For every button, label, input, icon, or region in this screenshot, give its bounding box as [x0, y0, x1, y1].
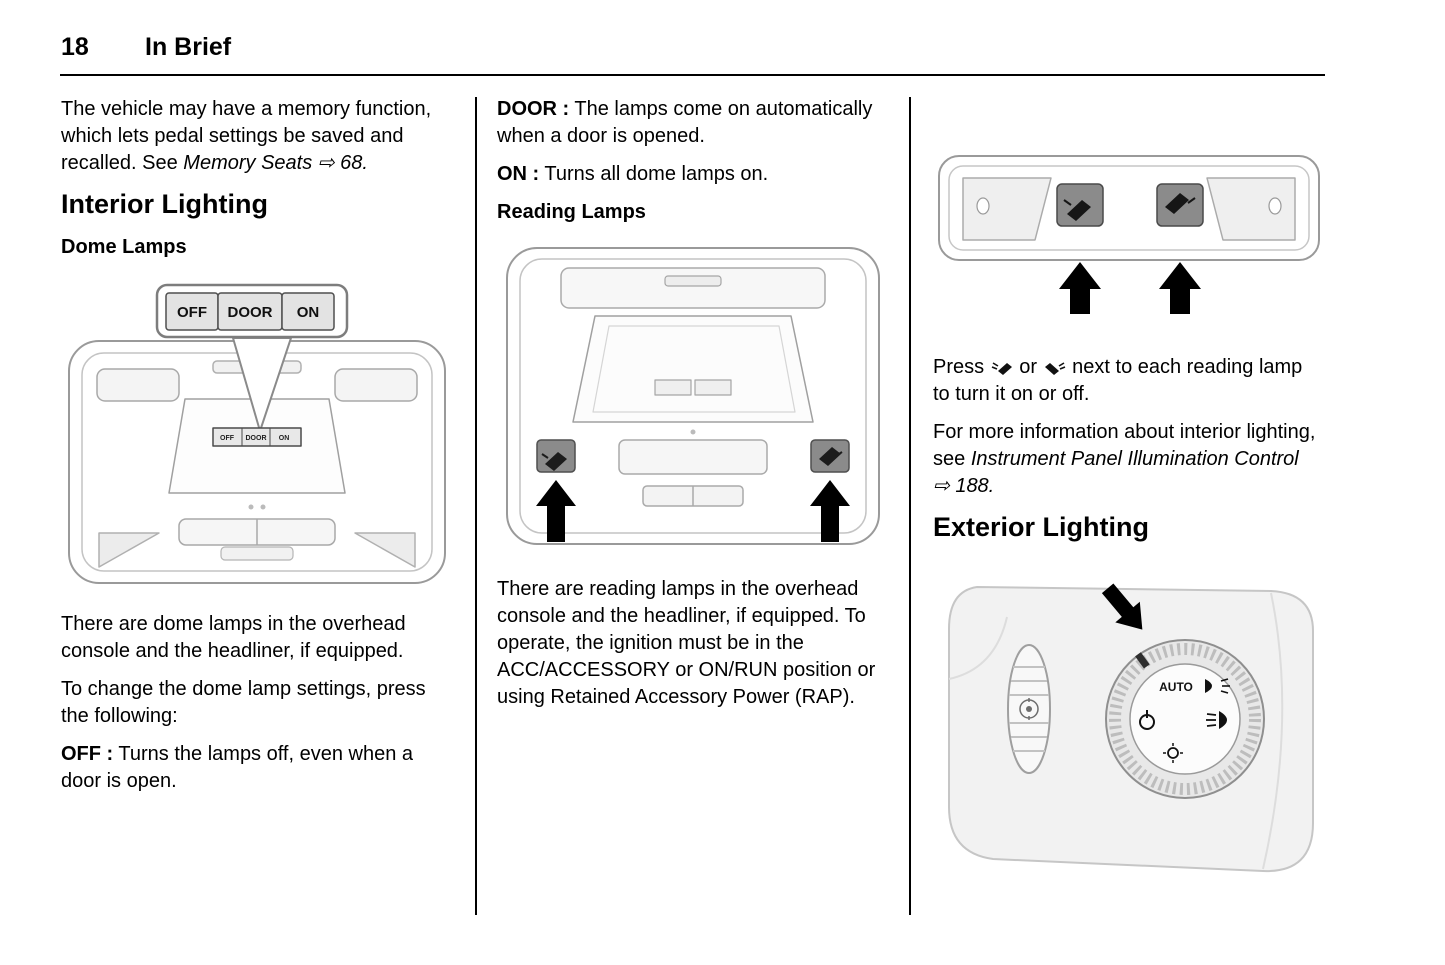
exterior-lamp-control-illustration: AUTO — [948, 583, 1314, 873]
right-reading-lamp-button — [1156, 183, 1204, 227]
dome-location-paragraph: There are dome lamps in the overhead con… — [61, 613, 406, 662]
reading-lamp-right-icon — [1044, 362, 1065, 375]
reading-lamp-buttons-illustration — [938, 155, 1320, 314]
on-definition: ON : Turns all dome lamps on. — [497, 161, 891, 188]
door-term: DOOR : — [497, 98, 570, 120]
exterior-lamps-knob: AUTO — [1105, 639, 1265, 799]
headlamp-symbol-icon — [1206, 711, 1227, 729]
more-info-text: For more information about interior ligh… — [933, 421, 1316, 470]
power-off-symbol-icon — [1139, 710, 1155, 730]
callout-door-label: DOOR — [228, 304, 273, 321]
left-reading-lamp-button — [1056, 183, 1104, 227]
on-button — [281, 292, 335, 331]
right-lens — [334, 368, 418, 402]
page-header: 18 In Brief — [61, 33, 231, 62]
reading-lamps-console-illustration — [506, 247, 880, 545]
column-separator-right — [909, 97, 911, 915]
up-arrow-icon — [1059, 262, 1101, 314]
dome-change-paragraph: To change the dome lamp settings, press … — [61, 678, 426, 727]
reading-lamp-left-icon — [991, 362, 1012, 375]
memory-seats-xref: Memory Seats ⇨ 68. — [183, 152, 368, 174]
interior-lighting-heading: Interior Lighting — [61, 189, 268, 219]
up-arrow-icon — [1159, 262, 1201, 314]
reading-lamps-heading: Reading Lamps — [497, 201, 646, 223]
chapter-title: In Brief — [145, 33, 232, 61]
off-desc: Turns the lamps off, even when a door is… — [61, 743, 414, 792]
on-term: ON : — [497, 163, 540, 185]
off-definition: OFF : Turns the lamps off, even when a d… — [61, 741, 457, 795]
up-arrow-icon — [810, 480, 850, 542]
dome-lamps-console-illustration: OFF DOOR ON OFF DOOR ON — [68, 283, 446, 584]
door-definition: DOOR : The lamps come on automatically w… — [497, 96, 891, 150]
middle-column: DOOR : The lamps come on automatically w… — [497, 96, 891, 722]
left-column: The vehicle may have a memory function, … — [61, 96, 457, 806]
right-column: Press or next to each reading lamp to tu… — [933, 96, 1327, 887]
more-info-paragraph: For more information about interior ligh… — [933, 419, 1327, 500]
dome-switch-strip — [212, 427, 302, 447]
left-reading-lamp-button — [536, 439, 576, 473]
dimmer-symbol — [1019, 698, 1039, 720]
reading-lamps-console-figure — [497, 242, 891, 562]
intro-paragraph: The vehicle may have a memory function, … — [61, 96, 457, 177]
press-text-2: or — [1013, 356, 1043, 378]
right-reading-lamp-button — [810, 439, 850, 473]
drl-symbol-icon — [1205, 678, 1230, 694]
up-arrow-icon — [536, 480, 576, 542]
dome-lamps-console-figure: OFF DOOR ON OFF DOOR ON — [61, 281, 457, 597]
callout-off-label: OFF — [177, 304, 207, 321]
left-recess — [962, 177, 1052, 241]
intro-text: The vehicle may have a memory function, … — [61, 98, 432, 174]
column-separator-left — [475, 97, 477, 915]
exterior-lighting-heading: Exterior Lighting — [933, 512, 1149, 542]
reading-lamps-paragraph: There are reading lamps in the overhead … — [497, 578, 876, 708]
reading-lamp-buttons-figure — [933, 148, 1327, 324]
exterior-lamp-control-figure: AUTO — [933, 557, 1327, 887]
illumination-control-xref: Instrument Panel Illumination Control ⇨ … — [933, 448, 1299, 497]
knob-indicator-notch — [1135, 652, 1150, 669]
strip-on-label: ON — [279, 435, 290, 442]
knob-pointer-arrow-icon — [1101, 583, 1143, 630]
page-number: 18 — [61, 33, 89, 61]
header-rule — [60, 74, 1325, 76]
dimmer-thumbwheel — [1007, 644, 1051, 774]
strip-off-label: OFF — [220, 435, 235, 442]
strip-door-label: DOOR — [246, 435, 267, 442]
left-lens — [96, 368, 180, 402]
knob-auto-label: AUTO — [1159, 680, 1193, 694]
off-term: OFF : — [61, 743, 114, 765]
press-text-3: next to each reading lamp to turn it on … — [933, 356, 1303, 405]
door-desc: The lamps come on automatically when a d… — [497, 98, 873, 147]
parking-lamps-symbol-icon — [1163, 743, 1183, 763]
callout-on-label: ON — [297, 304, 320, 321]
right-recess — [1206, 177, 1296, 241]
on-desc: Turns all dome lamps on. — [539, 163, 769, 185]
press-text-1: Press — [933, 356, 990, 378]
dome-lamps-heading: Dome Lamps — [61, 236, 187, 258]
press-paragraph: Press or next to each reading lamp to tu… — [933, 354, 1327, 408]
center-panel — [572, 315, 814, 423]
